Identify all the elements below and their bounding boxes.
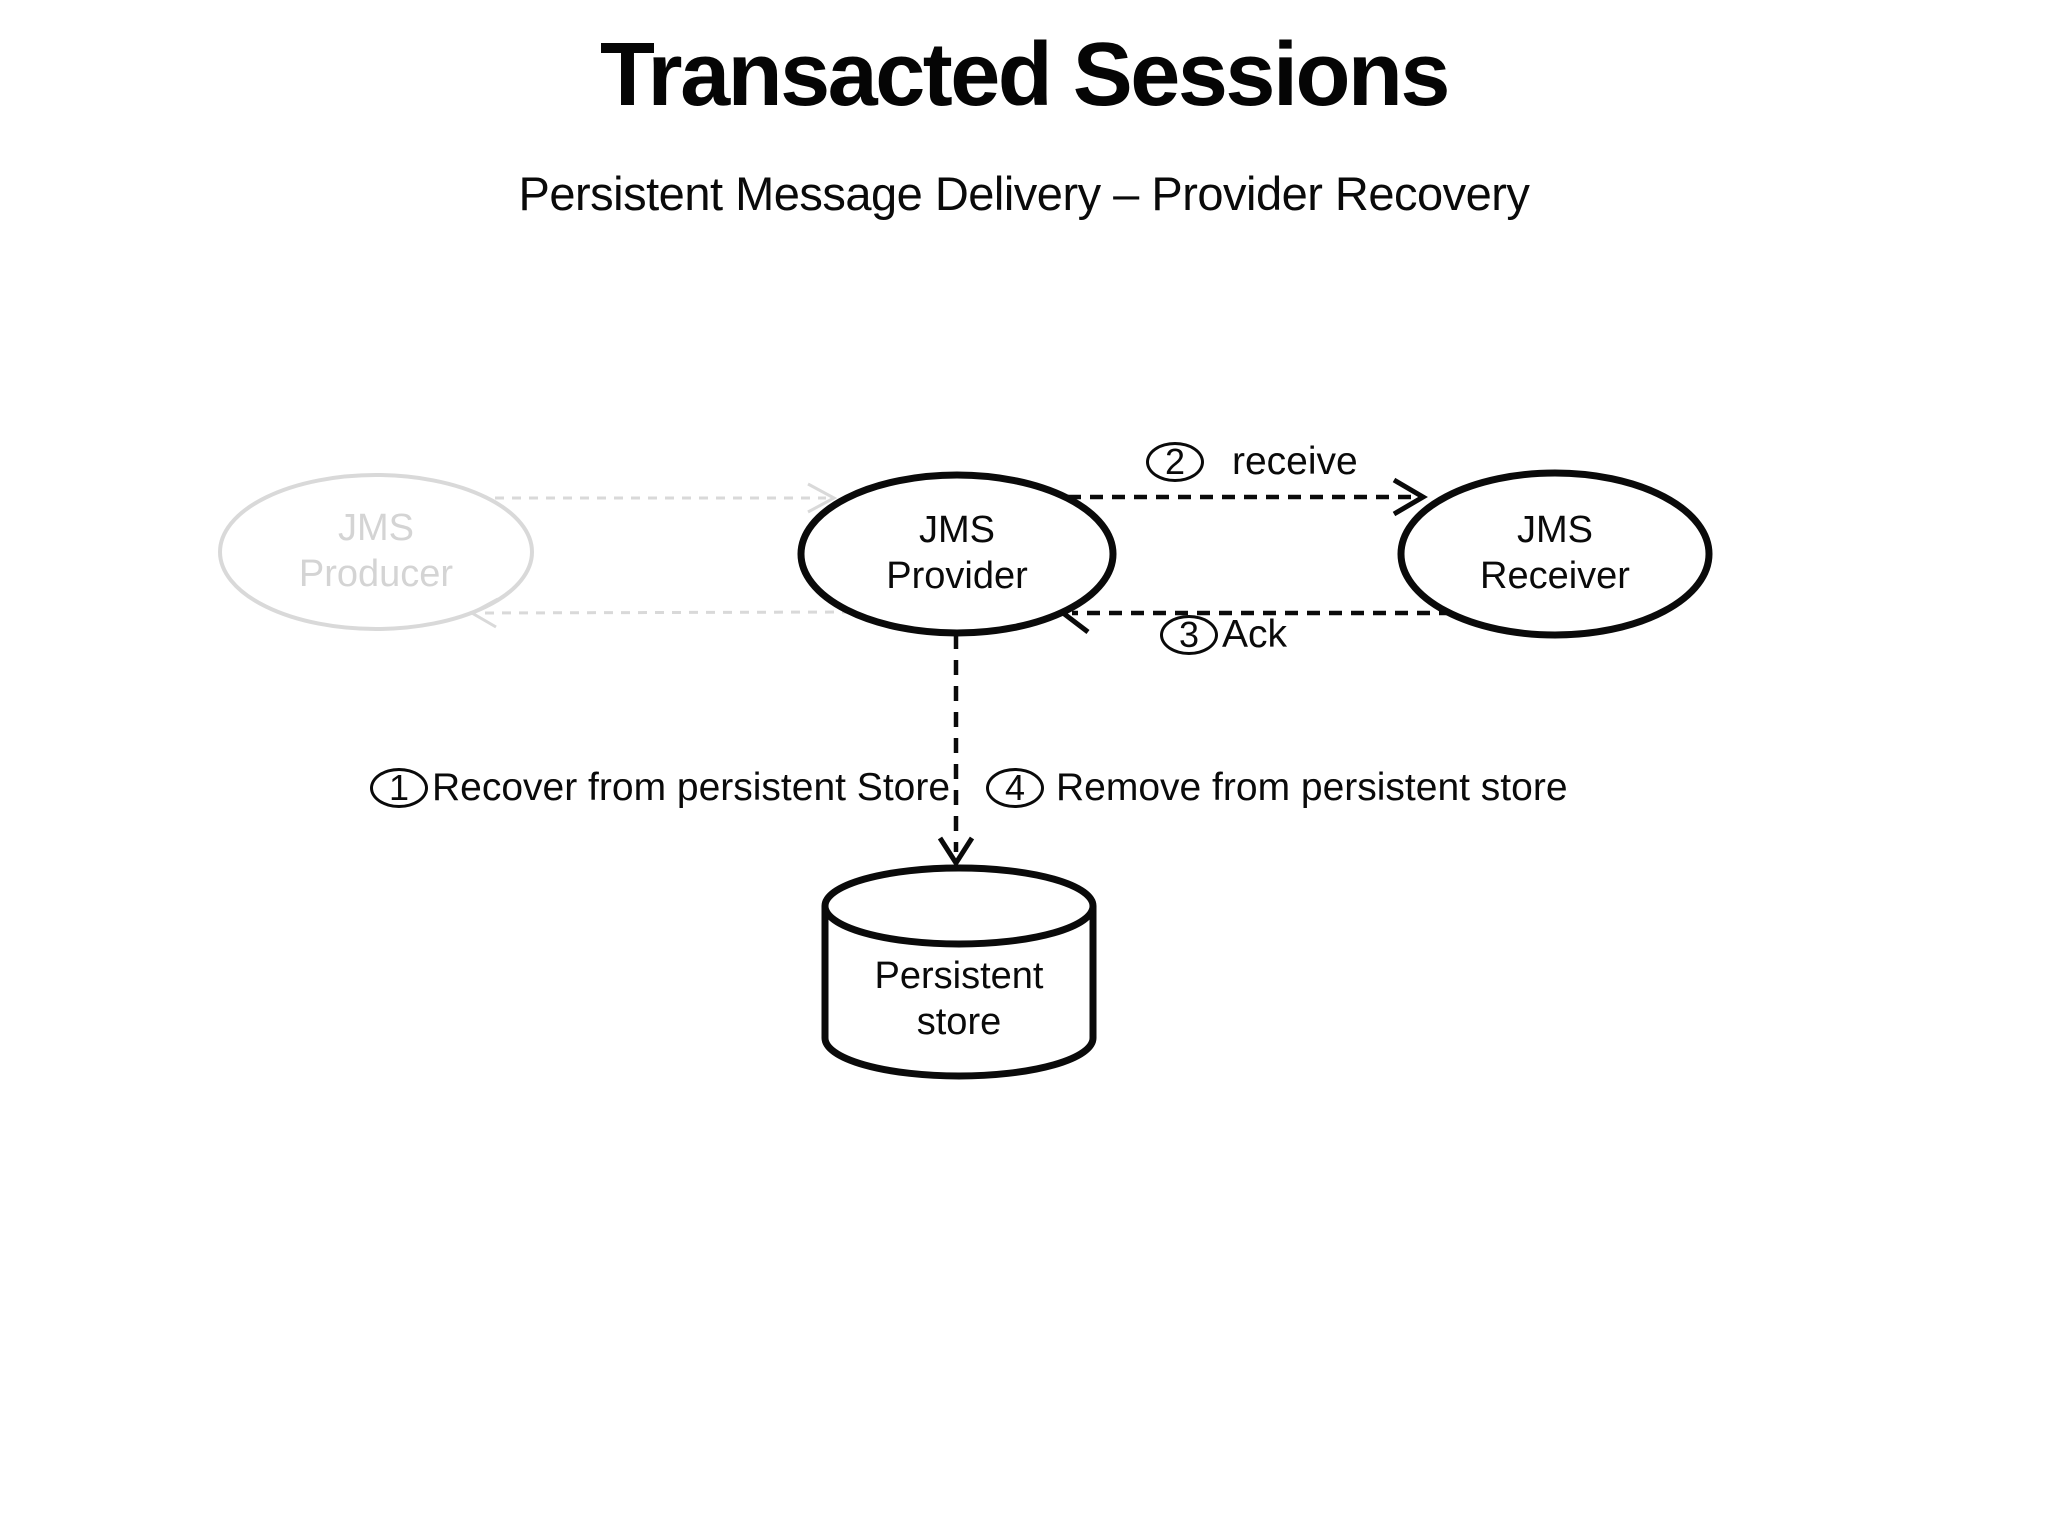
- step-ack-label: Ack: [1222, 613, 1288, 656]
- store-label: Persistent store: [874, 955, 1044, 1043]
- producer-label: JMS Producer: [298, 507, 454, 595]
- step-remove-label: Remove from persistent store: [1056, 766, 1568, 809]
- step-receive-label: receive: [1232, 440, 1358, 483]
- step-ack-number: 3: [1160, 615, 1218, 655]
- receiver-ellipse: [1397, 469, 1713, 639]
- receive-arrow-head: [1392, 477, 1428, 517]
- step-remove: 4 Remove from persistent store: [986, 766, 1568, 810]
- step-remove-number: 4: [986, 768, 1044, 808]
- store-arrow-head: [937, 836, 975, 868]
- store-cylinder-body: [821, 906, 1097, 1080]
- step-receive: 2 receive: [1146, 440, 1358, 484]
- step-recover-label: Recover from persistent Store: [432, 766, 951, 809]
- step-ack: 3 Ack: [1160, 613, 1287, 657]
- send-arrow-faded-head: [807, 482, 838, 514]
- producer-ellipse: [218, 473, 534, 631]
- slide-title: Transacted Sessions: [600, 25, 1450, 125]
- step-recover-number: 1: [370, 768, 428, 808]
- slide-subtitle: Persistent Message Delivery – Provider R…: [518, 167, 1530, 220]
- return-arrow-faded-head: [468, 597, 499, 629]
- step-recover: 1 Recover from persistent Store: [370, 766, 950, 810]
- provider-label: JMS Provider: [886, 509, 1028, 597]
- ack-arrow-head: [1058, 592, 1094, 634]
- provider-ellipse: [797, 471, 1117, 637]
- return-arrow-faded-line: [477, 610, 852, 615]
- receiver-label: JMS Receiver: [1480, 509, 1630, 597]
- step-receive-number: 2: [1146, 442, 1204, 482]
- store-cylinder-top: [821, 864, 1097, 948]
